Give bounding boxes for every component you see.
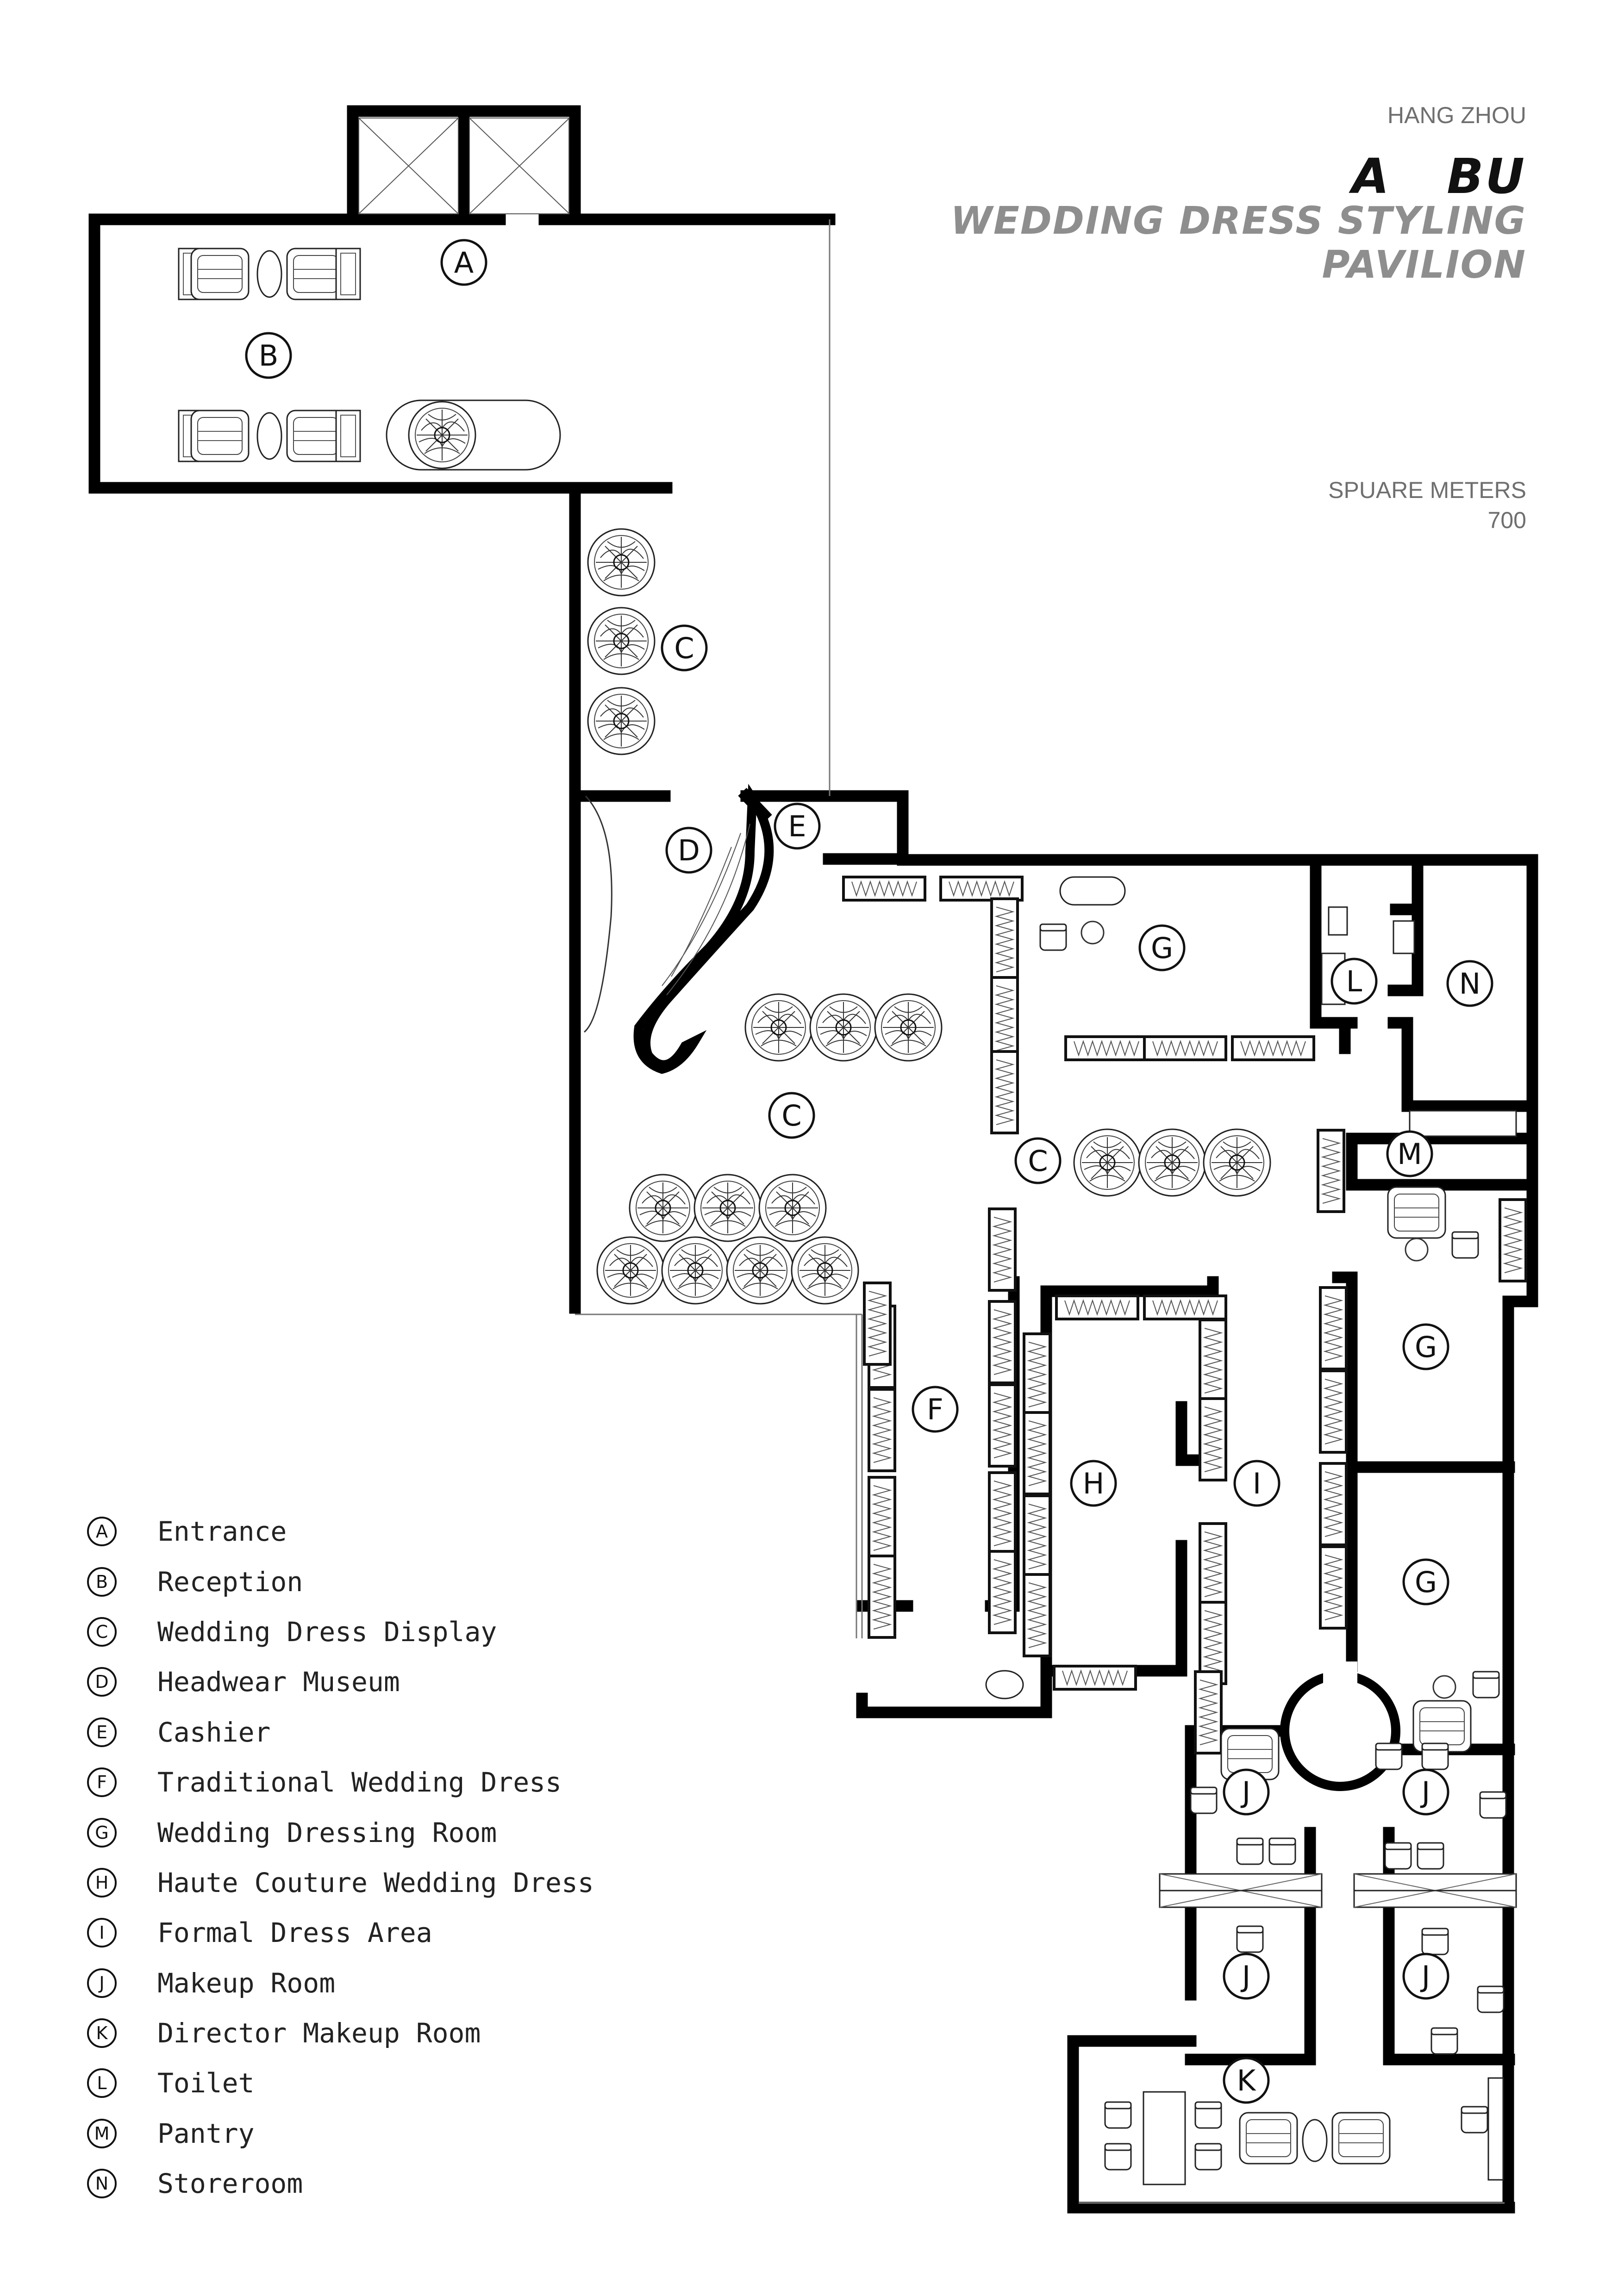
- legend-letter-badge: J: [87, 1968, 117, 1998]
- room-tag-m: M: [1397, 1137, 1422, 1171]
- legend-item-a: A Entrance: [87, 1506, 594, 1556]
- title-line-2: PAVILION: [1322, 243, 1526, 287]
- room-tag-a: A: [454, 246, 474, 280]
- room-tag-h: H: [1083, 1467, 1105, 1500]
- brand-name: A BU: [1352, 148, 1526, 205]
- legend-letter-badge: G: [87, 1817, 117, 1848]
- room-tag-f: F: [927, 1393, 943, 1426]
- room-tag-circle: [1330, 958, 1378, 1005]
- legend-item-b: B Reception: [87, 1556, 594, 1606]
- director-room-furniture: [1104, 2077, 1504, 2185]
- dress-display-hall-lower: [596, 1174, 859, 1305]
- room-tag-e: E: [788, 809, 806, 843]
- dress-display-hall-upper: [744, 993, 943, 1062]
- legend-label: Pantry: [157, 2117, 255, 2149]
- legend-letter-badge: F: [87, 1767, 117, 1798]
- legend-label: Storeroom: [157, 2168, 303, 2200]
- legend-item-i: I Formal Dress Area: [87, 1908, 594, 1958]
- room-tag-g: G: [1151, 931, 1173, 965]
- room-tag-n: N: [1459, 967, 1480, 1001]
- dress-display-corridor: [587, 528, 656, 755]
- legend-item-j: J Makeup Room: [87, 1958, 594, 2008]
- room-tag-g: G: [1415, 1565, 1437, 1599]
- room-tag-l: L: [1346, 964, 1362, 998]
- room-tag-circle: [1223, 1953, 1270, 2000]
- legend-letter-badge: K: [87, 2018, 117, 2048]
- room-tag-circle: [661, 624, 708, 672]
- legend-item-d: D Headwear Museum: [87, 1657, 594, 1707]
- legend-item-e: E Cashier: [87, 1707, 594, 1757]
- room-tag-b: B: [259, 339, 279, 373]
- room-tag-circle: [1446, 960, 1493, 1007]
- room-tag-g: G: [1415, 1330, 1437, 1364]
- room-tag-circle: [1070, 1460, 1117, 1507]
- reception-sofa-group-2: [178, 410, 361, 462]
- room-tag-circle: [245, 332, 292, 379]
- room-tag-d: D: [678, 834, 700, 867]
- room-tag-circle: [1223, 2057, 1270, 2104]
- legend-label: Wedding Dress Display: [157, 1616, 497, 1648]
- area-value: 700: [1487, 507, 1526, 533]
- room-tag-circle: [1386, 1130, 1433, 1177]
- room-tag-j: J: [1420, 1960, 1430, 1993]
- room-tag-i: I: [1253, 1467, 1261, 1500]
- legend-item-f: F Traditional Wedding Dress: [87, 1757, 594, 1807]
- room-tag-circle: [1233, 1460, 1280, 1507]
- room-tag-circle: [1014, 1137, 1062, 1184]
- legend-letter-badge: L: [87, 2068, 117, 2098]
- legend-label: Headwear Museum: [157, 1666, 400, 1698]
- room-tag-circle: [912, 1386, 959, 1433]
- legend-letter-badge: M: [87, 2118, 117, 2148]
- legend-item-h: H Haute Couture Wedding Dress: [87, 1858, 594, 1908]
- room-tag-circle: [665, 827, 712, 874]
- legend-item-c: C Wedding Dress Display: [87, 1607, 594, 1657]
- legend-letter-badge: C: [87, 1617, 117, 1647]
- legend-label: Formal Dress Area: [157, 1917, 432, 1949]
- room-tag-k: K: [1237, 2064, 1256, 2097]
- room-tag-c: C: [1028, 1144, 1048, 1178]
- room-tag-circle: [1402, 1323, 1449, 1370]
- room-tag-circle: [1402, 1953, 1449, 2000]
- legend-item-l: L Toilet: [87, 2058, 594, 2108]
- legend-label: Wedding Dressing Room: [157, 1817, 497, 1848]
- legend-label: Reception: [157, 1566, 303, 1598]
- legend-letter-badge: B: [87, 1567, 117, 1597]
- room-tag-circle: [774, 803, 821, 850]
- room-tag-c: C: [674, 631, 694, 665]
- dress-display-hall-middle: [1073, 1128, 1271, 1197]
- city-label: HANG ZHOU: [1387, 102, 1526, 128]
- legend-letter-badge: D: [87, 1667, 117, 1697]
- reception-sofa-group-1: [178, 248, 361, 300]
- room-tag-circle: [1223, 1768, 1270, 1816]
- area-label: SPUARE METERS: [1328, 477, 1526, 503]
- room-tag-circle: [440, 239, 487, 286]
- legend-letter-badge: I: [87, 1918, 117, 1948]
- legend-label: Traditional Wedding Dress: [157, 1767, 562, 1798]
- legend-label: Toilet: [157, 2067, 255, 2099]
- title-line-1: WEDDING DRESS STYLING: [950, 199, 1526, 243]
- legend-label: Entrance: [157, 1516, 287, 1548]
- legend-item-n: N Storeroom: [87, 2159, 594, 2209]
- legend-letter-badge: E: [87, 1717, 117, 1747]
- room-tag-j: J: [1240, 1960, 1250, 1993]
- room-tag-circle: [1138, 924, 1186, 971]
- legend-letter-badge: A: [87, 1517, 117, 1547]
- room-tag-j: J: [1240, 1775, 1250, 1809]
- legend-label: Haute Couture Wedding Dress: [157, 1867, 594, 1898]
- room-tag-circle: [1402, 1558, 1449, 1605]
- legend-label: Director Makeup Room: [157, 2017, 481, 2049]
- legend-label: Cashier: [157, 1716, 271, 1748]
- room-tag-j: J: [1420, 1775, 1430, 1809]
- legend-item-m: M Pantry: [87, 2109, 594, 2159]
- legend-item-g: G Wedding Dressing Room: [87, 1807, 594, 1857]
- legend-letter-badge: N: [87, 2169, 117, 2199]
- room-tag-circle: [1402, 1768, 1449, 1816]
- legend-letter-badge: H: [87, 1867, 117, 1898]
- legend-label: Makeup Room: [157, 1967, 336, 1999]
- room-tag-circle: [768, 1092, 815, 1139]
- room-tag-c: C: [781, 1099, 801, 1132]
- legend-item-k: K Director Makeup Room: [87, 2008, 594, 2058]
